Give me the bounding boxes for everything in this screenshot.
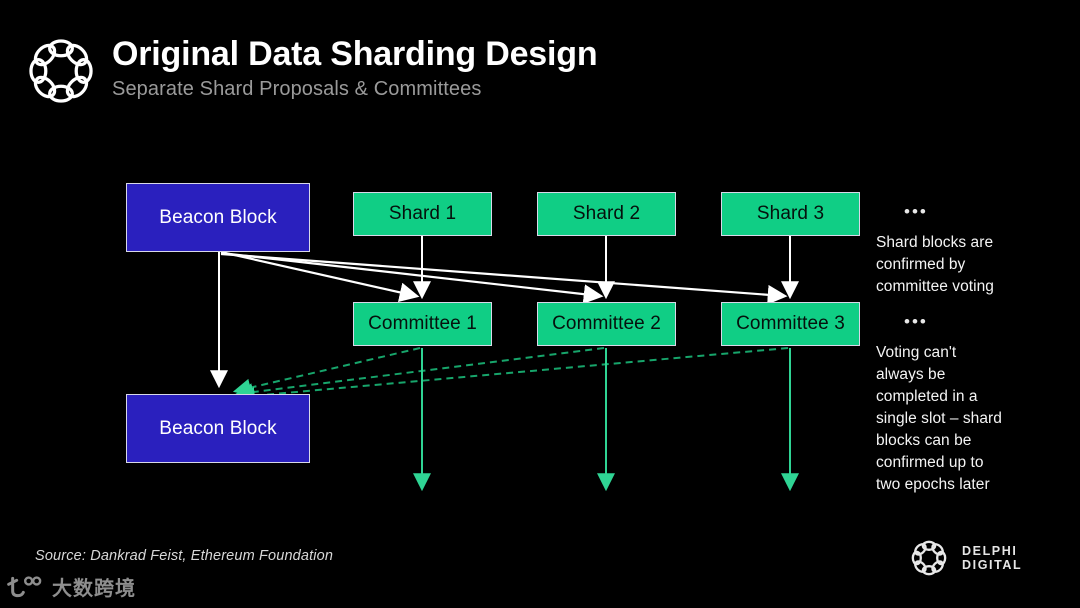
delphi-loop-logo-icon xyxy=(908,537,950,579)
annotation-shard-confirmation: ••• Shard blocks are confirmed by commit… xyxy=(876,203,1072,298)
node-shard-2[interactable]: Shard 2 xyxy=(537,192,676,236)
node-committee-2[interactable]: Committee 2 xyxy=(537,302,676,346)
node-beacon-block-top[interactable]: Beacon Block xyxy=(126,183,310,252)
watermark: 大数跨境 xyxy=(6,572,136,601)
edge-committees-downward xyxy=(413,348,799,492)
annotation-text-2: Voting can't always be completed in a si… xyxy=(876,344,1002,493)
edge-beacon-to-committees xyxy=(220,250,788,305)
watermark-logo-icon xyxy=(6,573,46,601)
annotation-voting-latency: ••• Voting can't always be completed in … xyxy=(876,313,1072,496)
delphi-digital-logo: DELPHI DIGITAL xyxy=(908,536,1060,580)
watermark-text: 大数跨境 xyxy=(52,576,136,600)
page-title: Original Data Sharding Design xyxy=(112,35,598,73)
ellipsis-marker-2: ••• xyxy=(904,312,928,331)
node-committee-3[interactable]: Committee 3 xyxy=(721,302,860,346)
title-block: Original Data Sharding Design Separate S… xyxy=(112,34,598,101)
delphi-digital-wordmark: DELPHI DIGITAL xyxy=(962,544,1023,572)
node-shard-1[interactable]: Shard 1 xyxy=(353,192,492,236)
delphi-loop-logo-icon xyxy=(22,32,100,110)
node-beacon-block-bottom[interactable]: Beacon Block xyxy=(126,394,310,463)
page-subtitle: Separate Shard Proposals & Committees xyxy=(112,78,482,101)
source-note: Source: Dankrad Feist, Ethereum Foundati… xyxy=(35,548,334,564)
edge-committees-to-beacon-dashed xyxy=(232,347,789,405)
node-shard-3[interactable]: Shard 3 xyxy=(721,192,860,236)
edge-shards-to-committees xyxy=(413,236,799,300)
slide-header: Original Data Sharding Design Separate S… xyxy=(0,0,1080,130)
annotation-text-1: Shard blocks are confirmed by committee … xyxy=(876,234,994,295)
node-committee-1[interactable]: Committee 1 xyxy=(353,302,492,346)
ellipsis-marker-1: ••• xyxy=(904,202,928,221)
